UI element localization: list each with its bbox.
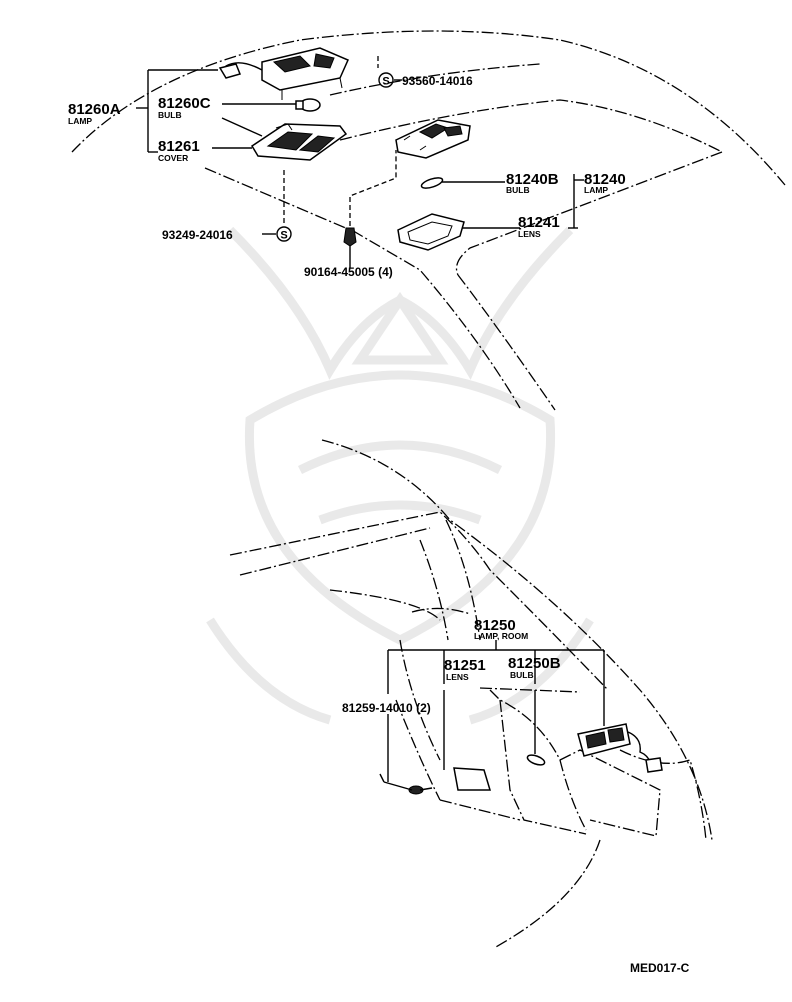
label-81251: 81251 bbox=[444, 657, 486, 674]
label-81250B: 81250B bbox=[508, 655, 561, 672]
desc-81240: LAMP bbox=[584, 185, 608, 195]
bulb-81250B bbox=[526, 754, 546, 766]
clip-90164 bbox=[343, 227, 357, 258]
body-outline-bottom bbox=[229, 439, 713, 949]
label-90164-45005: 90164-45005 (4) bbox=[304, 265, 393, 279]
lens-81241 bbox=[397, 213, 465, 251]
desc-81261: COVER bbox=[158, 153, 188, 163]
label-81240B: 81240B bbox=[506, 171, 559, 188]
label-81261: 81261 bbox=[158, 138, 200, 155]
label-81260A: 81260A bbox=[68, 101, 121, 118]
cover-81261 bbox=[250, 123, 348, 161]
screw-81259 bbox=[379, 773, 433, 795]
assembly-lines-top bbox=[283, 56, 397, 226]
symbol-s-93249: S bbox=[280, 230, 287, 242]
lens-81251 bbox=[453, 767, 492, 791]
bulb-81260C bbox=[295, 98, 321, 112]
label-81241: 81241 bbox=[518, 214, 560, 231]
label-93560-14016: 93560-14016 bbox=[402, 74, 473, 88]
leader-lines-bottom bbox=[383, 640, 605, 791]
desc-81240B: BULB bbox=[506, 185, 530, 195]
desc-81260C: BULB bbox=[158, 110, 182, 120]
leader-lines-top bbox=[136, 69, 584, 268]
lamp-81240 bbox=[395, 119, 471, 159]
symbol-s-93560: S bbox=[382, 76, 389, 88]
label-93249-24016: 93249-24016 bbox=[162, 228, 233, 242]
roof-outline bbox=[71, 30, 786, 411]
desc-81260A: LAMP bbox=[68, 116, 92, 126]
bulb-81240B bbox=[420, 177, 444, 189]
watermark-emblem-icon bbox=[206, 226, 594, 725]
label-81260C: 81260C bbox=[158, 95, 211, 112]
label-81259-14010: 81259-14010 (2) bbox=[342, 701, 431, 715]
desc-81251: LENS bbox=[446, 672, 469, 682]
label-81250: 81250 bbox=[474, 617, 516, 634]
desc-81241: LENS bbox=[518, 229, 541, 239]
symbol-s-icon: S S bbox=[276, 72, 394, 242]
lamp-81260A bbox=[218, 47, 349, 100]
desc-81250B: BULB bbox=[510, 670, 534, 680]
label-81240: 81240 bbox=[584, 171, 626, 188]
lamp-room-81250 bbox=[577, 723, 663, 773]
desc-81250: LAMP, ROOM bbox=[474, 631, 528, 641]
diagram-code: MED017-C bbox=[630, 961, 690, 975]
